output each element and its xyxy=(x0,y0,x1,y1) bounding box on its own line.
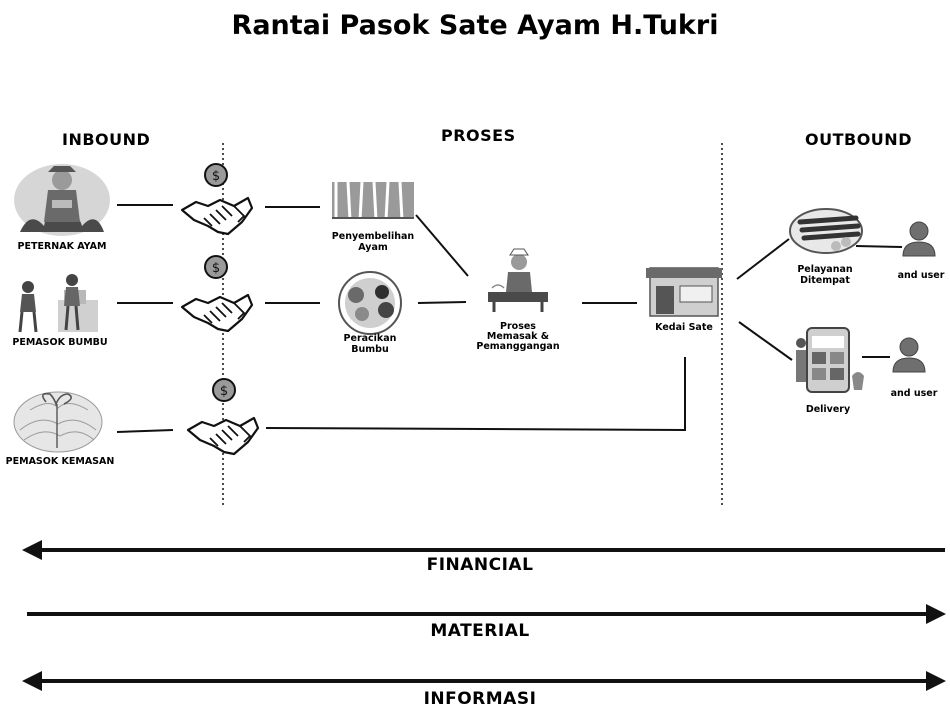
package-icon xyxy=(13,391,103,453)
dollar-icon: $ xyxy=(212,261,220,276)
material-arrow xyxy=(27,604,946,624)
financial-arrow xyxy=(22,540,945,560)
label-peracikan-bumbu: Peracikan Bumbu xyxy=(343,333,397,355)
end-user-icon xyxy=(892,337,926,373)
information-arrow xyxy=(22,671,946,691)
payment-handshake-1: $ xyxy=(180,163,254,236)
cooking-icon xyxy=(488,248,548,312)
label-penyembelihan-ayam: Penyembelihan Ayam xyxy=(331,231,415,253)
spice-plate-icon xyxy=(338,271,402,335)
page-title: Rantai Pasok Sate Ayam H.Tukri xyxy=(231,10,719,41)
payment-handshake-3: $ xyxy=(186,378,260,456)
dollar-icon: $ xyxy=(212,169,220,184)
section-outbound: OUTBOUND xyxy=(805,130,912,149)
label-informasi: INFORMASI xyxy=(423,689,537,709)
label-proses-memasak: Proses Memasak & Pemanggangan xyxy=(476,321,560,352)
farmer-icon xyxy=(14,164,110,236)
label-end-user-2: and user xyxy=(890,388,938,399)
chicken-processing-icon xyxy=(332,181,414,221)
label-peternak-ayam: PETERNAK AYAM xyxy=(17,241,107,252)
label-delivery: Delivery xyxy=(805,404,851,415)
dollar-icon: $ xyxy=(220,384,228,399)
end-user-icon xyxy=(902,221,936,257)
label-pemasok-bumbu: PEMASOK BUMBU xyxy=(12,337,108,348)
spice-supplier-icon xyxy=(18,274,98,333)
label-material: MATERIAL xyxy=(430,621,530,641)
label-financial: FINANCIAL xyxy=(426,555,534,575)
section-inbound: INBOUND xyxy=(62,130,151,149)
sate-plate-icon xyxy=(789,208,863,254)
store-icon xyxy=(646,267,722,317)
label-pelayanan-ditempat: Pelayanan Ditempat xyxy=(797,264,853,286)
label-end-user-1: and user xyxy=(897,270,945,281)
delivery-phone-icon xyxy=(796,327,864,393)
label-kedai-sate: Kedai Sate xyxy=(655,322,713,333)
section-proses: PROSES xyxy=(441,126,516,145)
payment-handshake-2: $ xyxy=(180,255,254,333)
label-pemasok-kemasan: PEMASOK KEMASAN xyxy=(5,456,115,467)
